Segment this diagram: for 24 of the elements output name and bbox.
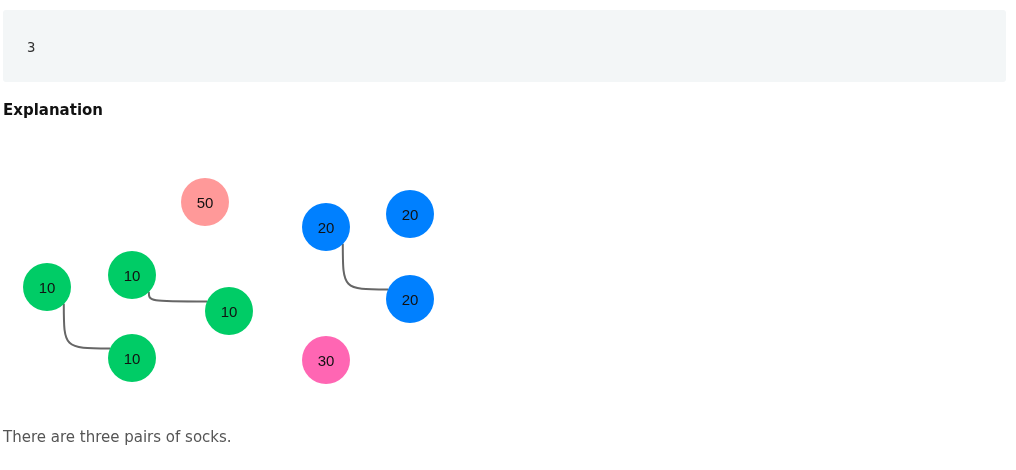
circle-node xyxy=(108,334,156,382)
connector-line xyxy=(341,242,389,291)
circle-node xyxy=(302,203,350,251)
node-value: 20 xyxy=(401,205,419,223)
node-value: 50 xyxy=(196,193,214,211)
circle-node xyxy=(386,275,434,323)
circle-node xyxy=(23,263,71,311)
node-value: 20 xyxy=(317,218,335,236)
connector-line xyxy=(147,290,208,303)
connector-line xyxy=(62,302,111,350)
caption: There are three pairs of socks. xyxy=(3,428,232,446)
output-value: 3 xyxy=(27,39,36,55)
circle-node xyxy=(386,190,434,238)
circle-node xyxy=(108,251,156,299)
node-value: 10 xyxy=(123,349,141,367)
node-value: 20 xyxy=(401,290,419,308)
circle-node xyxy=(302,336,350,384)
node-value: 30 xyxy=(317,351,335,369)
circle-node xyxy=(181,178,229,226)
node-value: 10 xyxy=(38,278,56,296)
circle-node xyxy=(205,287,253,335)
node-value: 10 xyxy=(220,302,238,320)
node-value: 10 xyxy=(123,266,141,284)
section-heading: Explanation xyxy=(3,101,104,119)
